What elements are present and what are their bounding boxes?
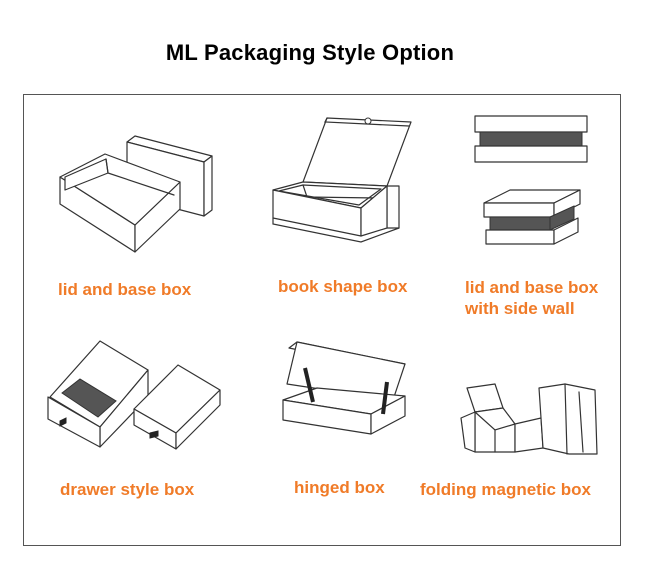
option-label-line2: with side wall (465, 299, 575, 318)
lid-and-base-side-wall-box-icon (474, 115, 588, 245)
option-label-line1: lid and base box (465, 278, 599, 297)
lid-and-base-box-icon (59, 135, 213, 253)
options-frame (23, 94, 621, 546)
option-label: drawer style box (60, 480, 195, 499)
page-title: ML Packaging Style Option (165, 40, 455, 65)
option-label: book shape box (278, 277, 408, 296)
option-label: lid and base box (58, 280, 192, 299)
hinged-box-icon (282, 341, 406, 435)
drawer-style-box-icon (47, 340, 221, 450)
option-label: hinged box (294, 478, 385, 497)
book-shape-box-icon (272, 117, 412, 243)
option-label: folding magnetic box (420, 480, 591, 499)
folding-magnetic-box-icon (460, 383, 598, 455)
